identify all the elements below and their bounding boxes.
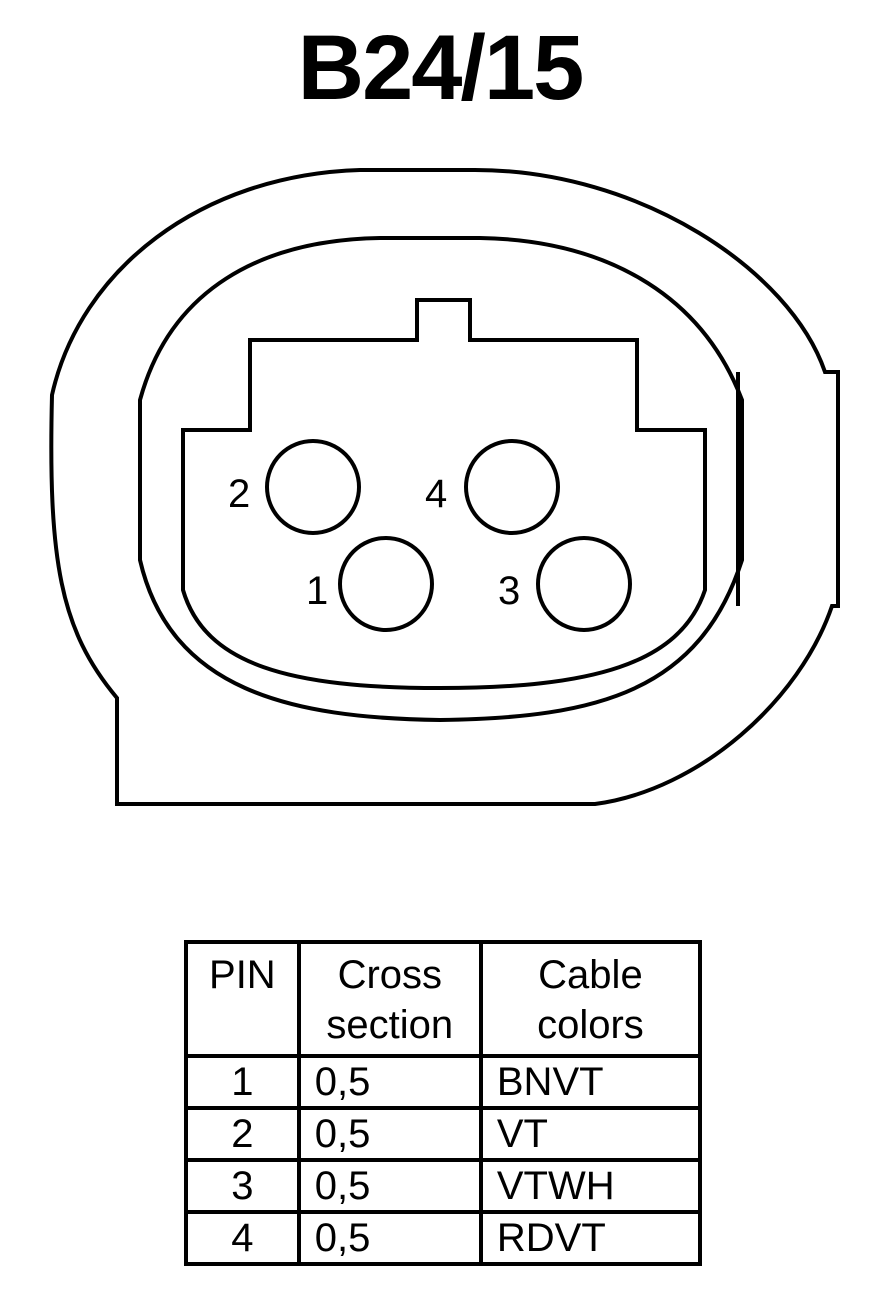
pin-label-2: 2 (228, 472, 250, 516)
table-row: 1 0,5 BNVT (184, 1056, 703, 1110)
row-pin: 1 (184, 1056, 301, 1110)
connector-inner-ring (138, 236, 744, 723)
row-pin: 4 (184, 1212, 301, 1266)
pin-socket-3 (536, 536, 632, 632)
row-cross-section: 0,5 (296, 1212, 483, 1266)
header-cross-section: Cross section (296, 940, 483, 1058)
pin-label-3: 3 (498, 569, 520, 613)
pin-assignment-table: PIN Cross section Cable colors 1 0,5 BNV… (184, 940, 703, 1266)
row-cross-section: 0,5 (296, 1108, 483, 1162)
header-pin-label: PIN (209, 953, 276, 997)
table-header-row: PIN Cross section Cable colors (184, 940, 703, 1058)
pin-socket-4 (464, 439, 560, 535)
header-cable-colors: Cable colors (478, 940, 703, 1058)
connector-pin-cavity (181, 298, 707, 691)
connector-housing-outline (49, 168, 840, 806)
pin-label-4: 4 (425, 472, 447, 516)
pin-socket-2 (265, 439, 361, 535)
header-pin: PIN (184, 940, 301, 1058)
pin-label-1: 1 (306, 569, 328, 613)
row-cable-color: RDVT (478, 1212, 703, 1266)
table-row: 4 0,5 RDVT (184, 1212, 703, 1266)
header-cross-line2: section (326, 1003, 454, 1047)
diagram-title: B24/15 (297, 17, 585, 119)
table-row: 2 0,5 VT (184, 1108, 703, 1162)
connector-drawing: 2 4 1 3 (49, 168, 840, 806)
row-cross-section: 0,5 (296, 1160, 483, 1214)
row-cross-section: 0,5 (296, 1056, 483, 1110)
table-row: 3 0,5 VTWH (184, 1160, 703, 1214)
pin-socket-1 (338, 536, 434, 632)
row-cable-color: VT (478, 1108, 703, 1162)
row-cable-color: VTWH (478, 1160, 703, 1214)
header-color-line1: Cable (538, 953, 643, 997)
header-color-line2: colors (537, 1003, 644, 1047)
row-pin: 3 (184, 1160, 301, 1214)
header-cross-line1: Cross (337, 953, 443, 997)
row-cable-color: BNVT (478, 1056, 703, 1110)
row-pin: 2 (184, 1108, 301, 1162)
